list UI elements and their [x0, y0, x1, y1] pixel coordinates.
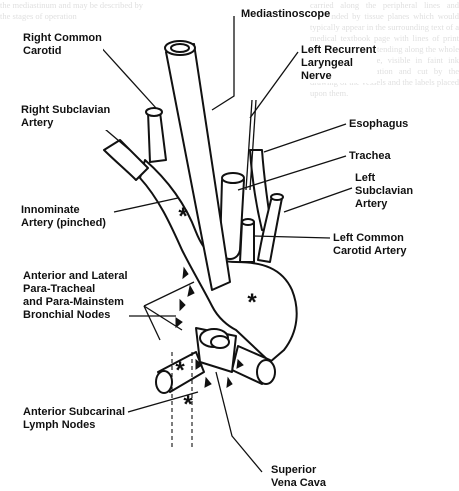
right-subclavian-artery-shape — [103, 139, 149, 181]
label-right-subclavian-artery: Right Subclavian Artery — [20, 104, 112, 130]
lymph-node — [187, 284, 195, 297]
left-subclavian-opening — [270, 193, 284, 201]
lymph-node — [175, 317, 183, 329]
label-innominate-artery: Innominate Artery (pinched) — [20, 204, 107, 230]
lymph-node — [226, 376, 233, 388]
label-mediastinoscope: Mediastinoscope — [240, 8, 332, 21]
mediastinoscope-inner — [170, 43, 190, 53]
leader-nodes-3 — [143, 305, 161, 341]
asterisk-marker: * — [183, 391, 193, 418]
label-right-common-carotid: Right Common Carotid — [22, 32, 103, 58]
asterisk-marker: * — [247, 289, 257, 316]
leader-nodes-2 — [143, 305, 183, 331]
leader-svc — [215, 371, 263, 473]
svc-inner-opening — [210, 335, 230, 349]
leader-left-recurrent-laryngeal — [249, 51, 299, 119]
label-superior-vena-cava: Superior Vena Cava — [270, 464, 328, 490]
leader-right-common-carotid — [97, 43, 157, 109]
trachea-opening — [221, 172, 245, 184]
leader-trachea — [237, 155, 347, 191]
leader-mediastinoscope — [211, 16, 235, 111]
label-left-recurrent-laryngeal-nerve: Left Recurrent Laryngeal Nerve — [300, 44, 378, 83]
asterisk-marker: * — [175, 357, 185, 384]
lymph-node — [236, 358, 244, 369]
lymph-node — [179, 298, 186, 312]
label-paratracheal-nodes: Anterior and Lateral Para-Tracheal and P… — [22, 270, 129, 322]
left-common-carotid-opening — [241, 218, 255, 226]
right-common-carotid-opening — [145, 107, 163, 117]
leader-left-common-carotid — [253, 235, 331, 239]
label-left-common-carotid-artery: Left Common Carotid Artery — [332, 232, 408, 258]
right-bronchus-opening — [155, 370, 173, 394]
lymph-node — [195, 358, 203, 370]
leader-left-subclavian — [283, 187, 353, 213]
lymph-node — [182, 266, 189, 280]
lymph-node — [204, 376, 212, 388]
label-trachea: Trachea — [348, 150, 392, 163]
asterisk-marker: * — [178, 203, 188, 230]
right-common-carotid-shape — [147, 111, 167, 163]
leader-esophagus — [263, 123, 347, 153]
leader-subcarinal — [127, 391, 199, 413]
leader-nodes-4 — [143, 281, 195, 307]
left-common-carotid-shape — [239, 221, 255, 263]
label-esophagus: Esophagus — [348, 118, 410, 131]
left-recurrent-laryngeal-nerve — [245, 99, 253, 191]
leader-innominate — [113, 197, 179, 213]
label-left-subclavian-artery: Left Subclavian Artery — [354, 172, 415, 211]
label-anterior-subcarinal-lymph-nodes: Anterior Subcarinal Lymph Nodes — [22, 406, 127, 432]
left-bronchus-opening — [256, 359, 276, 385]
